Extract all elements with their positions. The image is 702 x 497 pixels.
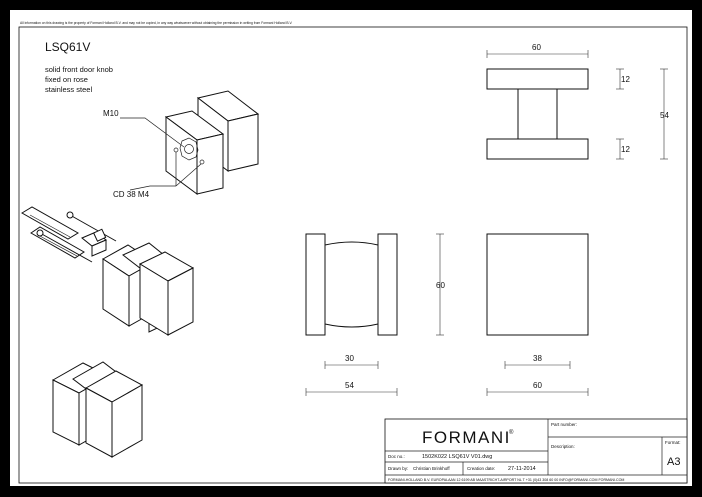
creation-date-value: 27-11-2014 [508,466,536,472]
side-view [305,233,398,336]
top-view [486,68,589,160]
isometric-rose-view [164,90,260,195]
brand-mark: ® [509,429,514,436]
drawn-by-value: Christian Brinkhoff [413,466,450,471]
creation-date-label: Creation date: [467,466,495,471]
description-label: Description: [551,444,575,449]
product-description-line-3: stainless steel [45,85,92,94]
format-label: Format: [665,440,681,445]
doc-no-value: 1502K022 LSQ61V V01.dwg [422,454,492,460]
dim-side-knob-depth: 30 [345,354,354,363]
side-view-depth-dimensions [305,361,398,396]
part-number-label: Part number: [551,422,577,427]
dim-top-rose-upper: 12 [621,75,630,84]
format-value: A3 [667,456,680,468]
product-description-line-2: fixed on rose [45,75,88,84]
top-view-rose-dimensions [616,68,668,160]
thread-leader [120,117,185,148]
product-code: LSQ61V [45,40,90,54]
front-view [486,233,589,336]
copyright-notice: All information on this drawing is the p… [20,21,292,25]
drawing-frame [18,26,688,484]
side-view-height-dimension [436,233,444,336]
dim-side-total-depth: 54 [345,381,354,390]
title-block [384,418,688,484]
top-view-width-dimension [486,50,589,58]
doc-no-label: Doc no.: [388,454,405,459]
screws-leader [129,185,176,191]
dim-top-width: 60 [532,43,541,52]
dim-front-rose-width: 60 [533,381,542,390]
front-view-dimensions [486,361,589,396]
product-description-line-1: solid front door knob [45,65,113,74]
screws-callout: CD 38 M4 [113,190,150,199]
dim-top-height: 54 [660,111,669,120]
brand-logo: FORMANI [422,428,511,447]
dim-top-rose-lower: 12 [621,145,630,154]
isometric-assembled-view [51,361,144,458]
thread-callout: M10 [103,109,119,118]
dim-front-knob-width: 38 [533,354,542,363]
title-block-footer: FORMANI-HOLLAND B.V. EUROPALAAN 12 6199 … [388,478,624,482]
isometric-exploded-view [21,206,195,336]
dim-side-height: 60 [436,281,445,290]
drawn-by-label: Drawn by: [388,466,408,471]
